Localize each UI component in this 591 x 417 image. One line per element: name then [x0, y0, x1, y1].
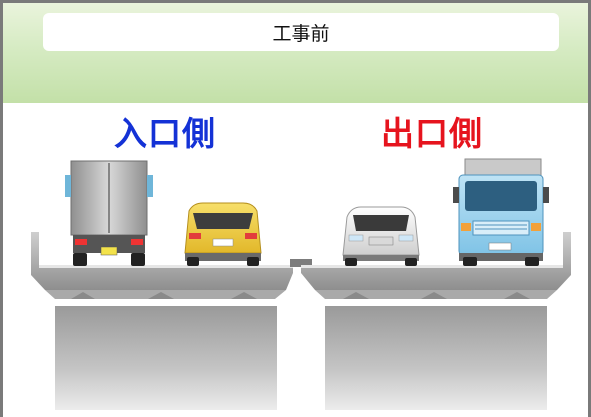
exit-side-label: 出口側: [381, 114, 483, 153]
median-joint: [290, 259, 312, 267]
page-title: 工事前: [43, 13, 559, 51]
deck-right: [301, 232, 571, 299]
deck-left: [31, 232, 293, 299]
truck-rear-vehicle: [65, 160, 153, 266]
yellow-car-vehicle: [184, 202, 262, 266]
pier-left: [55, 306, 277, 410]
header-band: 工事前: [3, 3, 588, 103]
bridge-scene: [31, 158, 571, 410]
entrance-side-label: 入口側: [114, 114, 216, 153]
truck-front-vehicle: [453, 158, 549, 266]
pier-right: [325, 306, 547, 410]
white-car-vehicle: [342, 206, 420, 266]
